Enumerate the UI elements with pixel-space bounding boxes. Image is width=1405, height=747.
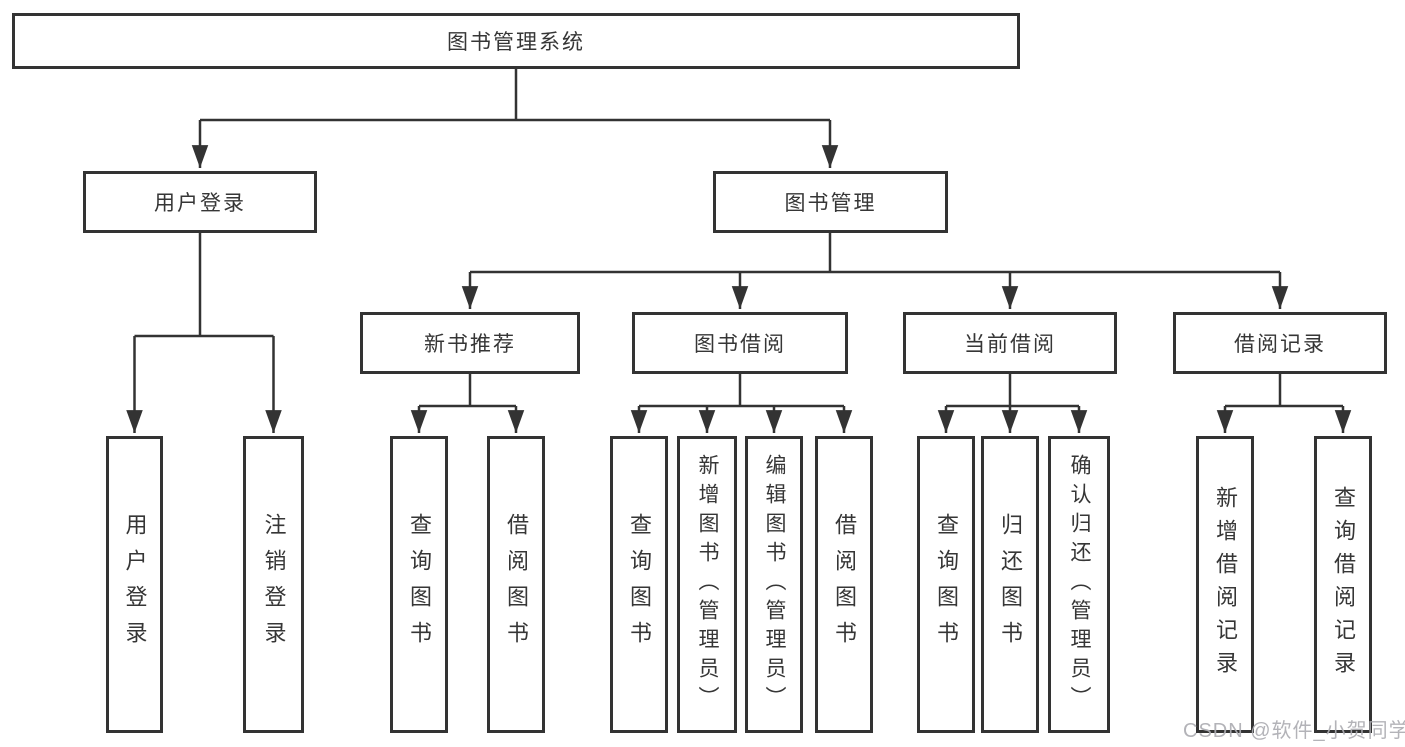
leaf-br-add-record: 新增借阅记录 (1196, 436, 1254, 733)
node-new-book-recommend-label: 新书推荐 (424, 333, 516, 356)
node-borrow-records: 借阅记录 (1173, 312, 1387, 374)
node-book-borrow: 图书借阅 (632, 312, 848, 374)
leaf-nb-borrow-books: 借阅图书 (487, 436, 545, 733)
leaf-nb-query-books: 查询图书 (390, 436, 448, 733)
leaf-user-login-label: 用户登录 (122, 512, 148, 657)
leaf-cb-query-books-label: 查询图书 (934, 512, 959, 657)
node-current-borrow: 当前借阅 (903, 312, 1117, 374)
csdn-watermark: CSDN @软件_小贺同学 (1183, 720, 1405, 742)
leaf-cb-confirm-return-admin: 确认归还（管理员） (1048, 436, 1110, 733)
leaf-cb-query-books: 查询图书 (917, 436, 975, 733)
leaf-nb-borrow-books-label: 借阅图书 (504, 512, 529, 657)
node-book-management-branch: 图书管理 (713, 171, 948, 233)
node-current-borrow-label: 当前借阅 (964, 333, 1056, 356)
leaf-nb-query-books-label: 查询图书 (407, 512, 432, 657)
leaf-bb-query-books: 查询图书 (610, 436, 668, 733)
leaf-br-add-record-label: 新增借阅记录 (1213, 485, 1238, 684)
leaf-logout: 注销登录 (243, 436, 304, 733)
leaf-user-login: 用户登录 (106, 436, 163, 733)
leaf-bb-add-books-admin-label: 新增图书（管理员） (696, 454, 719, 715)
leaf-cb-confirm-return-admin-label: 确认归还（管理员） (1068, 454, 1091, 715)
leaf-bb-edit-books-admin-label: 编辑图书（管理员） (763, 454, 786, 715)
leaf-cb-return-books: 归还图书 (981, 436, 1039, 733)
node-book-management-branch-label: 图书管理 (784, 192, 877, 215)
leaf-logout-label: 注销登录 (261, 512, 287, 657)
leaf-cb-return-books-label: 归还图书 (998, 512, 1023, 657)
node-book-borrow-label: 图书借阅 (694, 333, 786, 356)
leaf-bb-edit-books-admin: 编辑图书（管理员） (745, 436, 803, 733)
node-new-book-recommend: 新书推荐 (360, 312, 580, 374)
node-borrow-records-label: 借阅记录 (1234, 333, 1326, 356)
leaf-bb-add-books-admin: 新增图书（管理员） (677, 436, 737, 733)
node-root-system-label: 图书管理系统 (447, 31, 585, 54)
leaf-bb-borrow-books-label: 借阅图书 (832, 512, 857, 657)
leaf-br-query-record: 查询借阅记录 (1314, 436, 1372, 733)
node-user-login-branch: 用户登录 (83, 171, 317, 233)
node-user-login-branch-label: 用户登录 (154, 192, 246, 215)
leaf-bb-borrow-books: 借阅图书 (815, 436, 873, 733)
leaf-br-query-record-label: 查询借阅记录 (1331, 485, 1356, 684)
node-root-system: 图书管理系统 (12, 13, 1020, 69)
leaf-bb-query-books-label: 查询图书 (627, 512, 652, 657)
